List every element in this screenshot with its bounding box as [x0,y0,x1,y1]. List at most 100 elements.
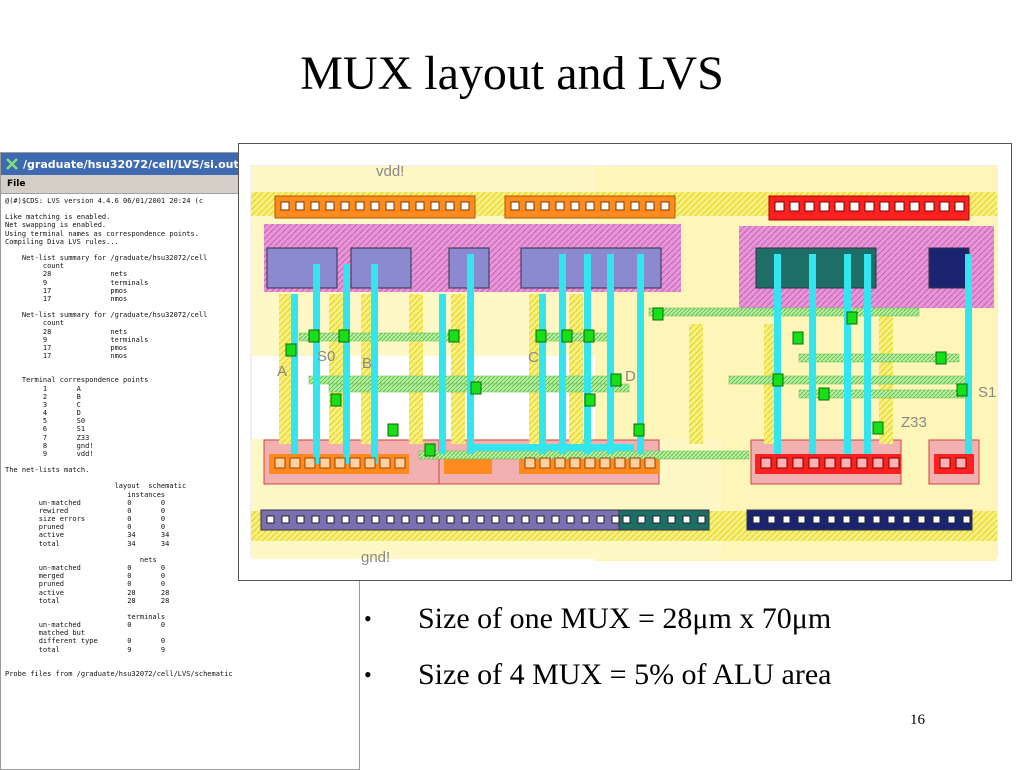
contact-square [379,457,391,469]
contact-square [888,457,900,469]
contact-square [776,457,788,469]
contact-square [615,201,625,211]
contact-square [879,201,890,212]
contact-square [637,515,646,524]
output-line: 5 S0 [5,417,86,426]
output-line: pruned 0 0 [5,523,166,532]
contact-square [569,457,581,469]
output-line: size errors 0 0 [5,515,166,524]
contact-square [797,515,806,524]
contact-square [524,457,536,469]
output-line: 17 pmos [5,286,128,295]
contact-square [819,201,830,212]
gnd-contacts-2 [618,509,710,531]
contact-square [840,457,852,469]
contact-square [341,515,350,524]
menu-file[interactable]: File [7,179,26,189]
contact-square [319,457,331,469]
output-line: Net swapping is enabled. [5,221,107,230]
output-line: instances [5,490,166,499]
contact-square [947,515,956,524]
window-title: /graduate/hsu32072/cell/LVS/si.out [23,157,239,171]
output-line: layout schematic [5,482,187,491]
contact-square [824,457,836,469]
output-line: 3 C [5,400,81,409]
contact-square [697,515,706,524]
contact-square [416,515,425,524]
contact-square [266,515,275,524]
contact-square [570,201,580,211]
contact-square [629,457,641,469]
contact-square [752,515,761,524]
output-line [5,662,359,670]
contact-square [461,515,470,524]
contact-square [554,457,566,469]
contact-square [274,457,286,469]
contact-square [804,201,815,212]
contact-square [445,201,455,211]
contact-square [596,515,605,524]
output-line: total 9 9 [5,645,166,654]
label-s1: S1 [978,384,996,401]
contact-square [939,457,951,469]
contact-square [954,201,965,212]
contact-square [872,457,884,469]
x-window-icon [4,156,20,172]
contact-square [792,457,804,469]
output-line: count [5,319,65,328]
output-line: rewired 0 0 [5,506,166,515]
contact-square [789,201,800,212]
contact-square [460,201,470,211]
bullet-4mux-size: • Size of 4 MUX = 5% of ALU area [360,656,831,694]
contact-square [525,201,535,211]
slide-title: MUX layout and LVS [300,47,724,100]
contact-square [917,515,926,524]
contact-square [652,515,661,524]
output-line: un-matched 0 0 [5,621,166,630]
output-line: 17 nmos [5,294,128,303]
contact-square [600,201,610,211]
page-number: 16 [910,712,925,728]
contact-square [311,515,320,524]
ptrans-1 [266,247,338,289]
contact-square [872,515,881,524]
contact-square [476,515,485,524]
output-line: active 34 34 [5,531,170,540]
bullet-text: Size of one MUX = 28μm x 70μm [418,602,832,635]
output-line: different type 0 0 [5,637,166,646]
contact-square [446,515,455,524]
contact-square [540,201,550,211]
vias [285,307,968,457]
contact-square [902,515,911,524]
label-c: C [528,349,539,366]
output-line [5,654,359,662]
contact-square [385,201,395,211]
contact-square [506,515,515,524]
contact-square [551,515,560,524]
contact-square [295,201,305,211]
mux-layout-view: vdd! gnd! A S0 B C D S1 Z33 [238,143,1012,581]
contact-square [521,515,530,524]
contact-square [894,201,905,212]
contact-square [955,457,967,469]
output-line: 28 nets [5,327,128,336]
output-line: 17 pmos [5,343,128,352]
contact-square [431,515,440,524]
output-line: @(#)$CDS: LVS version 4.4.6 06/01/2001 2… [5,197,204,205]
output-line: matched but [5,629,86,638]
contact-square [510,201,520,211]
output-line: count [5,262,65,271]
label-d: D [625,368,636,385]
contact-square [304,457,316,469]
output-line: Using terminal names as correspondence p… [5,229,199,238]
output-line: 1 A [5,384,81,393]
output-line: terminals [5,612,166,621]
contact-square [349,457,361,469]
contact-square [386,515,395,524]
contact-square [644,457,656,469]
contact-square [536,515,545,524]
contact-square [364,457,376,469]
contact-square [682,515,691,524]
contact-square [614,457,626,469]
contact-square [774,201,785,212]
